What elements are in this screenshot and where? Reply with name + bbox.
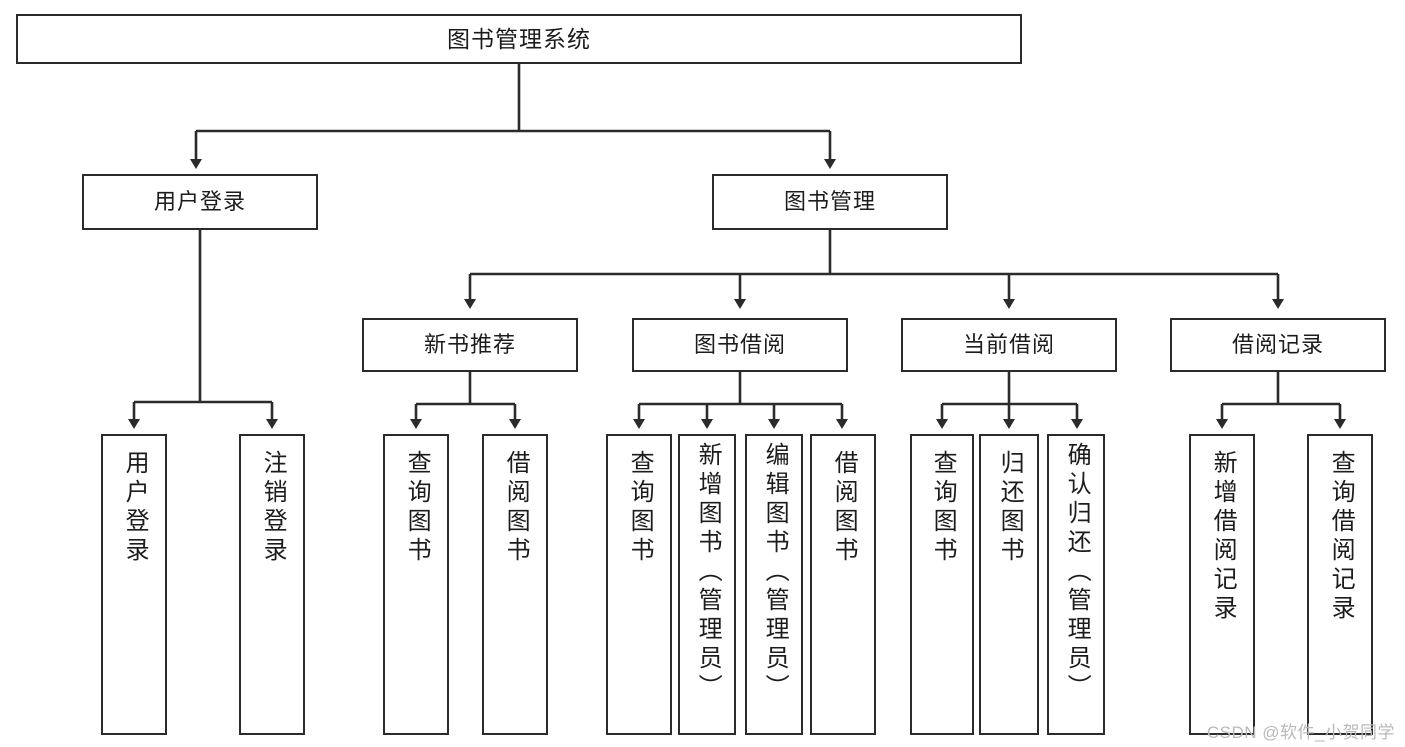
node-book-manage-label: 图书管理 (783, 189, 876, 215)
node-new-book-recommend-label: 新书推荐 (423, 332, 516, 358)
node-leaf-add-book[interactable]: 新增图书（管理员） (678, 434, 736, 735)
node-leaf-query-book-2[interactable]: 查询图书 (606, 434, 672, 735)
node-borrow-record-label: 借阅记录 (1231, 332, 1324, 358)
node-leaf-logout[interactable]: 注销登录 (239, 434, 305, 735)
node-current-borrow-label: 当前借阅 (962, 332, 1055, 358)
node-user-login[interactable]: 用户登录 (82, 174, 318, 230)
node-leaf-add-record[interactable]: 新增借阅记录 (1189, 434, 1255, 735)
node-leaf-query-book-1-label: 查询图书 (403, 450, 431, 566)
node-leaf-add-record-label: 新增借阅记录 (1209, 450, 1237, 624)
node-user-login-label: 用户登录 (153, 189, 246, 215)
node-book-borrow-label: 图书借阅 (693, 332, 786, 358)
node-leaf-edit-book[interactable]: 编辑图书（管理员） (745, 434, 803, 735)
watermark-text: CSDN @软件_小贺同学 (1206, 723, 1395, 742)
node-leaf-query-book-1[interactable]: 查询图书 (383, 434, 449, 735)
node-leaf-query-book-3[interactable]: 查询图书 (910, 434, 974, 735)
node-leaf-confirm-return-label: 确认归还（管理员） (1063, 442, 1091, 703)
node-leaf-logout-label: 注销登录 (259, 450, 287, 566)
node-book-borrow[interactable]: 图书借阅 (632, 318, 848, 372)
node-new-book-recommend[interactable]: 新书推荐 (362, 318, 578, 372)
node-leaf-query-record[interactable]: 查询借阅记录 (1307, 434, 1373, 735)
node-leaf-edit-book-label: 编辑图书（管理员） (761, 442, 789, 703)
node-leaf-query-book-2-label: 查询图书 (626, 450, 654, 566)
node-leaf-user-login-label: 用户登录 (121, 450, 149, 566)
node-borrow-record[interactable]: 借阅记录 (1170, 318, 1386, 372)
node-leaf-return-book[interactable]: 归还图书 (979, 434, 1039, 735)
node-leaf-add-book-label: 新增图书（管理员） (694, 442, 722, 703)
node-root[interactable]: 图书管理系统 (16, 14, 1022, 64)
node-leaf-borrow-book-2-label: 借阅图书 (830, 450, 858, 566)
node-root-label: 图书管理系统 (447, 25, 591, 52)
node-leaf-query-record-label: 查询借阅记录 (1327, 450, 1355, 624)
node-leaf-query-book-3-label: 查询图书 (929, 450, 957, 566)
node-leaf-return-book-label: 归还图书 (996, 450, 1024, 566)
node-leaf-borrow-book-1[interactable]: 借阅图书 (482, 434, 548, 735)
node-book-manage[interactable]: 图书管理 (712, 174, 948, 230)
node-leaf-confirm-return[interactable]: 确认归还（管理员） (1047, 434, 1105, 735)
node-current-borrow[interactable]: 当前借阅 (901, 318, 1117, 372)
node-leaf-user-login[interactable]: 用户登录 (101, 434, 167, 735)
node-leaf-borrow-book-1-label: 借阅图书 (502, 450, 530, 566)
node-leaf-borrow-book-2[interactable]: 借阅图书 (810, 434, 876, 735)
